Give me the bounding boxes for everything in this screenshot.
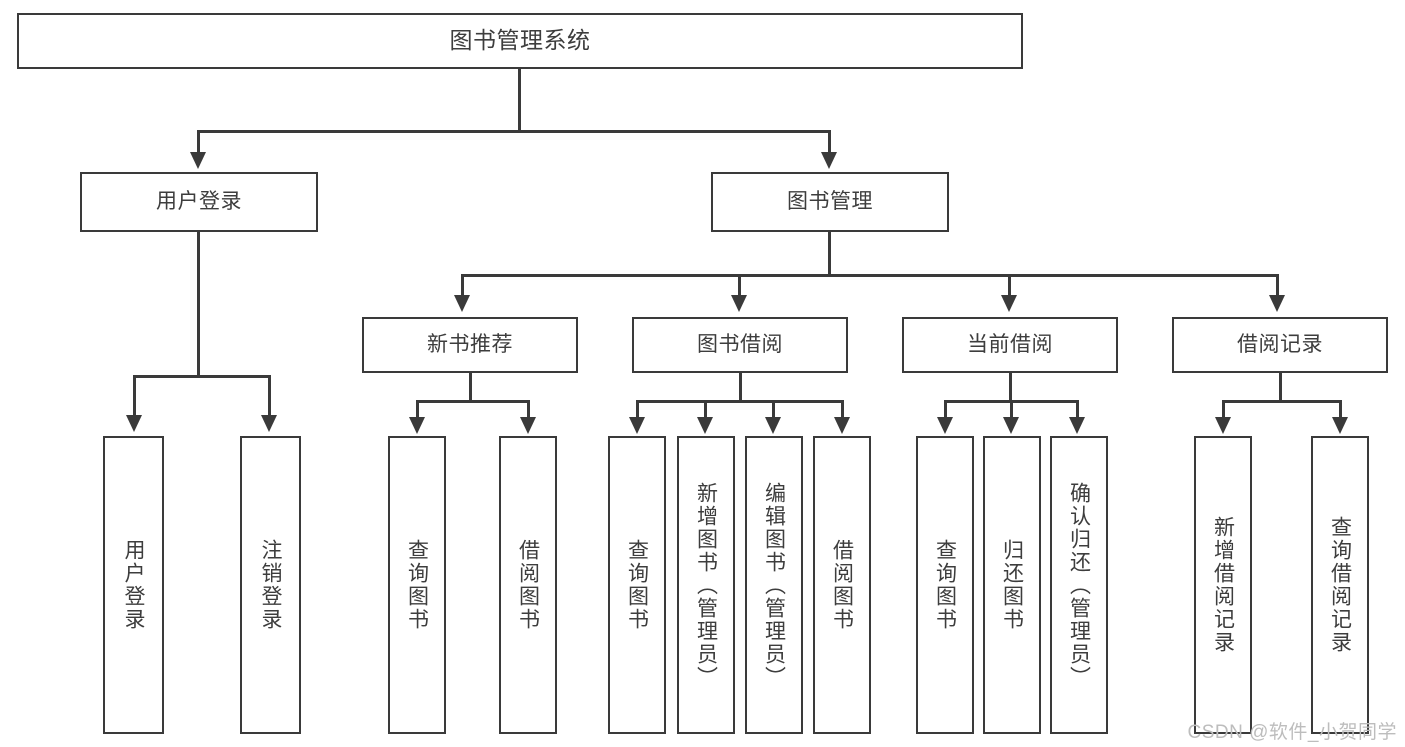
node-label: 新增图书（管理员） [694, 481, 718, 689]
connector-root-bus [197, 130, 831, 133]
node-label: 新增借阅记录 [1211, 516, 1235, 654]
connector-book-mgmt-drop-2 [738, 274, 741, 298]
leaf-current-borrow-confirm-return[interactable]: 确认归还（管理员） [1050, 436, 1108, 734]
node-label: 借阅记录 [1237, 333, 1323, 357]
connector-book-mgmt-bus [461, 274, 1279, 277]
node-label: 确认归还（管理员） [1067, 481, 1091, 689]
leaf-borrow-record-query[interactable]: 查询借阅记录 [1311, 436, 1369, 734]
node-label: 当前借阅 [967, 333, 1053, 357]
node-label: 借阅图书 [830, 539, 854, 631]
connector-user-login-bus [133, 375, 270, 378]
arrow-root-to-user-login [190, 152, 206, 169]
connector-new-book-bus [416, 400, 530, 403]
node-borrow-record[interactable]: 借阅记录 [1172, 317, 1388, 373]
connector-book-borrow-drop-1 [636, 400, 639, 420]
connector-borrow-record-drop-1 [1222, 400, 1225, 420]
arrow-book-borrow-leaf-4 [834, 417, 850, 434]
connector-current-borrow-stem [1009, 373, 1012, 403]
connector-book-borrow-drop-2 [704, 400, 707, 420]
connector-book-borrow-stem [739, 373, 742, 403]
connector-book-mgmt-drop-3 [1008, 274, 1011, 298]
watermark-text: CSDN @软件_小贺同学 [1187, 722, 1397, 743]
node-label: 用户登录 [122, 539, 145, 631]
arrow-book-borrow-leaf-3 [765, 417, 781, 434]
connector-new-book-stem [469, 373, 472, 403]
arrow-book-mgmt-to-borrow-record [1269, 295, 1285, 312]
connector-current-borrow-drop-1 [944, 400, 947, 420]
node-new-book-recommend[interactable]: 新书推荐 [362, 317, 578, 373]
connector-current-borrow-drop-2 [1010, 400, 1013, 420]
node-label: 图书借阅 [697, 333, 783, 357]
arrow-new-book-leaf-2 [520, 417, 536, 434]
connector-borrow-record-bus [1222, 400, 1342, 403]
node-label: 注销登录 [259, 539, 282, 631]
arrow-user-login-leaf-2 [261, 415, 277, 432]
node-label: 借阅图书 [516, 539, 540, 631]
arrow-root-to-book-mgmt [821, 152, 837, 169]
node-label: 新书推荐 [427, 333, 513, 357]
leaf-new-book-borrow[interactable]: 借阅图书 [499, 436, 557, 734]
node-label: 图书管理 [787, 190, 873, 214]
node-root-system[interactable]: 图书管理系统 [17, 13, 1023, 69]
arrow-current-borrow-leaf-3 [1069, 417, 1085, 434]
connector-book-borrow-drop-4 [841, 400, 844, 420]
node-user-login[interactable]: 用户登录 [80, 172, 318, 232]
leaf-user-login-login[interactable]: 用户登录 [103, 436, 164, 734]
connector-book-mgmt-stem [828, 232, 831, 277]
connector-borrow-record-drop-2 [1339, 400, 1342, 420]
arrow-user-login-leaf-1 [126, 415, 142, 432]
leaf-book-borrow-edit[interactable]: 编辑图书（管理员） [745, 436, 803, 734]
node-book-management[interactable]: 图书管理 [711, 172, 949, 232]
node-label: 查询借阅记录 [1328, 516, 1352, 654]
node-label: 编辑图书（管理员） [762, 481, 786, 689]
node-current-borrow[interactable]: 当前借阅 [902, 317, 1118, 373]
connector-current-borrow-drop-3 [1076, 400, 1079, 420]
arrow-current-borrow-leaf-2 [1003, 417, 1019, 434]
leaf-current-borrow-return[interactable]: 归还图书 [983, 436, 1041, 734]
arrow-current-borrow-leaf-1 [937, 417, 953, 434]
leaf-book-borrow-borrow[interactable]: 借阅图书 [813, 436, 871, 734]
arrow-book-mgmt-to-book-borrow [731, 295, 747, 312]
arrow-book-mgmt-to-current-borrow [1001, 295, 1017, 312]
connector-new-book-drop-1 [416, 400, 419, 420]
node-label: 查询图书 [405, 539, 429, 631]
leaf-borrow-record-add[interactable]: 新增借阅记录 [1194, 436, 1252, 734]
connector-root-to-user-login [197, 130, 200, 155]
connector-borrow-record-stem [1279, 373, 1282, 403]
node-label: 用户登录 [156, 190, 242, 214]
arrow-book-mgmt-to-new-book [454, 295, 470, 312]
connector-user-login-stem [197, 232, 200, 378]
connector-book-borrow-drop-3 [772, 400, 775, 420]
leaf-book-borrow-add[interactable]: 新增图书（管理员） [677, 436, 735, 734]
arrow-borrow-record-leaf-1 [1215, 417, 1231, 434]
arrow-borrow-record-leaf-2 [1332, 417, 1348, 434]
connector-root-stem [518, 69, 521, 132]
leaf-book-borrow-query[interactable]: 查询图书 [608, 436, 666, 734]
node-label: 查询图书 [933, 539, 957, 631]
connector-book-mgmt-drop-1 [461, 274, 464, 298]
node-book-borrow[interactable]: 图书借阅 [632, 317, 848, 373]
arrow-book-borrow-leaf-1 [629, 417, 645, 434]
arrow-book-borrow-leaf-2 [697, 417, 713, 434]
leaf-new-book-query[interactable]: 查询图书 [388, 436, 446, 734]
connector-user-login-drop-1 [133, 375, 136, 417]
leaf-user-login-logout[interactable]: 注销登录 [240, 436, 301, 734]
node-label: 查询图书 [625, 539, 649, 631]
connector-book-mgmt-drop-4 [1276, 274, 1279, 298]
connector-user-login-drop-2 [268, 375, 271, 417]
connector-root-to-book-mgmt [828, 130, 831, 155]
connector-new-book-drop-2 [527, 400, 530, 420]
node-label: 图书管理系统 [449, 27, 591, 54]
arrow-new-book-leaf-1 [409, 417, 425, 434]
connector-book-borrow-bus [636, 400, 844, 403]
node-label: 归还图书 [1000, 539, 1024, 631]
leaf-current-borrow-query[interactable]: 查询图书 [916, 436, 974, 734]
